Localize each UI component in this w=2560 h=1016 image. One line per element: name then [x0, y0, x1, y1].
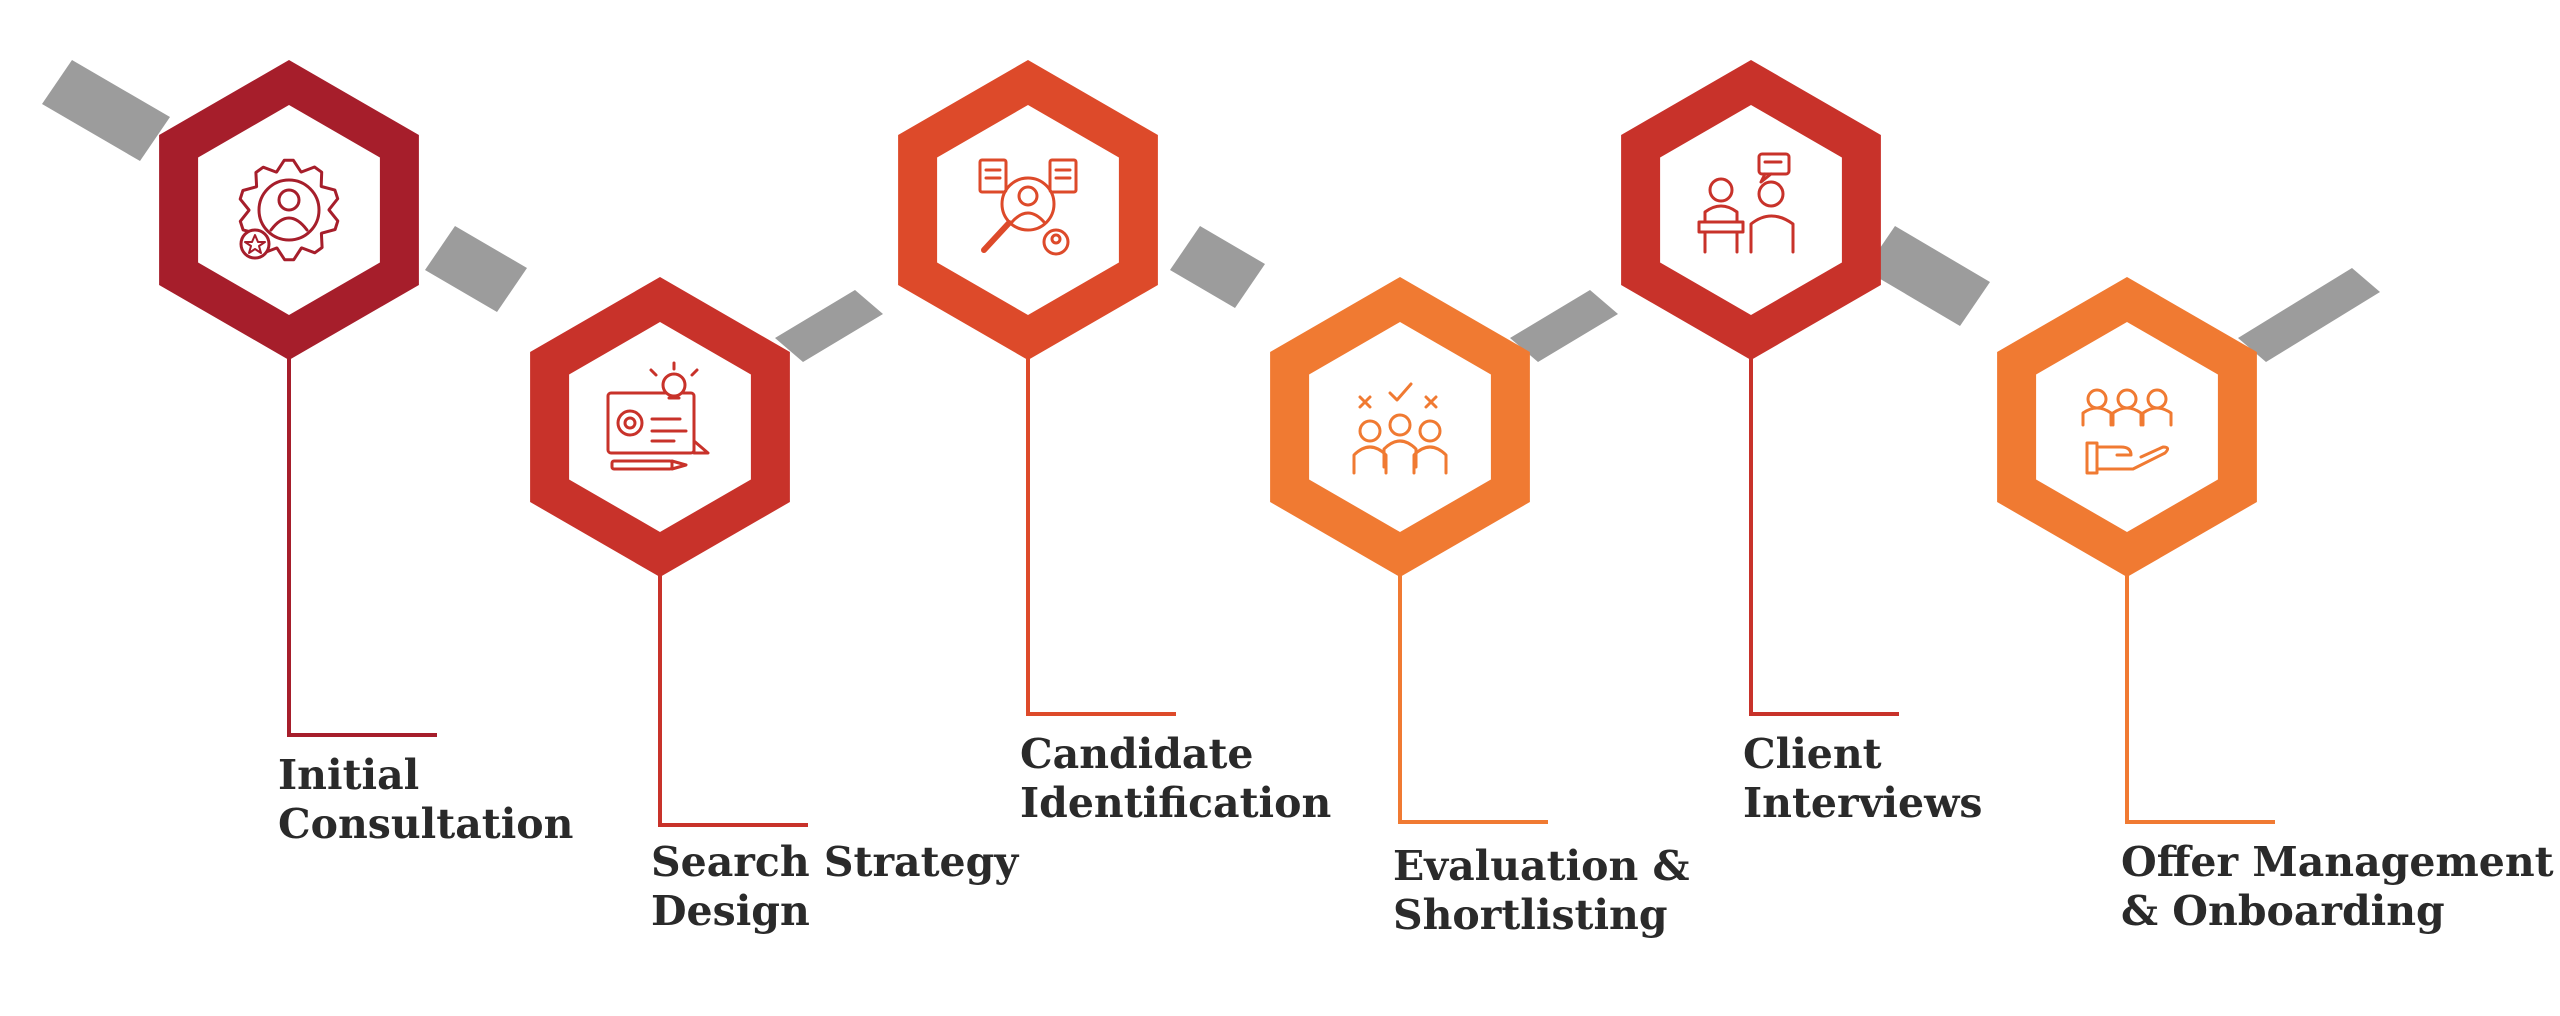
step-label-line: Initial: [278, 751, 420, 799]
step-label-line: Evaluation &: [1393, 842, 1690, 890]
hexagon-inner-client-interviews: [1660, 105, 1842, 315]
leader-lines: [287, 350, 2275, 827]
step-label-line: Candidate: [1020, 730, 1254, 778]
candidate-search-icon: [978, 158, 1078, 256]
hexagon-inner-evaluation-shortlisting: [1309, 322, 1491, 532]
connector-arrow-2: [425, 226, 527, 312]
step-hexagons: [159, 60, 2257, 577]
step-label-line: Client: [1743, 730, 1882, 778]
leader-line-search-strategy-design: [658, 567, 808, 827]
step-label-line: Consultation: [278, 800, 574, 848]
step-label-line: & Onboarding: [2121, 887, 2445, 935]
step-label-line: Identification: [1020, 779, 1332, 827]
connector-arrow-6: [1865, 226, 1990, 326]
connector-arrow-1: [42, 60, 170, 161]
offer-handshake-icon: [2081, 388, 2173, 475]
step-hexagon-search-strategy-design: [530, 277, 790, 577]
leader-line-evaluation-shortlisting: [1398, 567, 1548, 824]
leader-line-candidate-identification: [1026, 350, 1176, 716]
step-label-line: Shortlisting: [1393, 891, 1668, 939]
hexagon-inner-offer-onboarding: [2036, 322, 2218, 532]
connector-arrows: [42, 60, 2380, 362]
connector-arrow-5: [1510, 290, 1618, 362]
leader-line-initial-consultation: [287, 350, 437, 737]
strategy-blueprint-icon: [606, 361, 710, 471]
interview-icon: [1697, 152, 1795, 254]
connector-arrow-4: [1170, 226, 1265, 308]
step-label-offer-onboarding: Offer Management& Onboarding: [2121, 838, 2554, 936]
evaluation-group-icon: [1352, 382, 1448, 475]
step-hexagon-evaluation-shortlisting: [1270, 277, 1530, 577]
connector-arrow-3: [775, 290, 883, 362]
step-hexagon-initial-consultation: [159, 60, 419, 360]
leader-line-offer-onboarding: [2125, 567, 2275, 824]
step-label-line: Design: [651, 887, 810, 935]
leader-line-client-interviews: [1749, 350, 1899, 716]
hexagon-inner-candidate-identification: [937, 105, 1119, 315]
step-hexagon-candidate-identification: [898, 60, 1158, 360]
step-label-line: Offer Management: [2121, 838, 2554, 886]
step-hexagon-offer-onboarding: [1997, 277, 2257, 577]
hexagon-inner-search-strategy-design: [569, 322, 751, 532]
step-hexagon-client-interviews: [1621, 60, 1881, 360]
consultation-gear-icon: [238, 158, 340, 262]
step-label-line: Interviews: [1743, 779, 1983, 827]
step-label-line: Search Strategy: [651, 838, 1019, 886]
step-label-evaluation-shortlisting: Evaluation &Shortlisting: [1393, 842, 1690, 940]
connector-arrow-7: [2238, 268, 2380, 362]
